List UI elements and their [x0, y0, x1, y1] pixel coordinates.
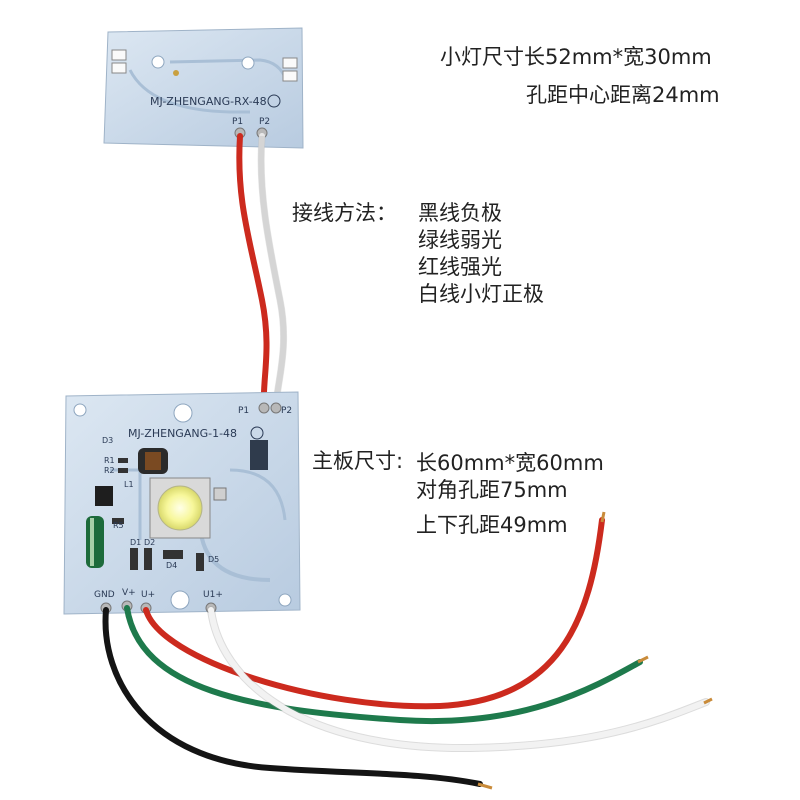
- black-wire: [102, 607, 483, 787]
- led-chip-left: [111, 49, 127, 74]
- main-led: [149, 477, 227, 539]
- smd-components: [112, 440, 268, 571]
- led-chip-right: [282, 57, 298, 82]
- small-light-size-text: 小灯尺寸长52mm*宽30mm: [440, 45, 712, 69]
- green-wire: [124, 605, 643, 725]
- terminal-v-plus: V+: [122, 588, 136, 598]
- small-board-pad-p2: P2: [259, 117, 270, 127]
- main-board-heading: 主板尺寸:: [312, 449, 404, 473]
- main-board-pad-p2: P2: [281, 406, 292, 416]
- wiring-red: 红线强光: [418, 255, 502, 279]
- ic-chip: [95, 486, 113, 506]
- connecting-wires: [236, 133, 288, 411]
- label-r1: R1: [104, 456, 115, 465]
- label-d1: D1: [130, 538, 141, 547]
- label-d5: D5: [208, 555, 219, 564]
- main-board-diagonal: 对角孔距75mm: [416, 478, 568, 502]
- white-wire-upper: [258, 133, 287, 411]
- label-d3: D3: [102, 436, 113, 445]
- wiring-heading: 接线方法：: [292, 201, 397, 225]
- label-d4: D4: [166, 561, 177, 570]
- small-board-pad-p1: P1: [232, 117, 243, 127]
- main-board-size: 长60mm*宽60mm: [416, 451, 604, 475]
- main-board: MJ-ZHENGANG-1-48 P1 P2: [63, 391, 301, 615]
- label-r2: R2: [104, 466, 115, 475]
- inductor-coil: [138, 448, 168, 474]
- terminal-gnd: GND: [94, 590, 115, 600]
- main-board-silkscreen: MJ-ZHENGANG-1-48: [128, 427, 237, 440]
- small-light-board: MJ-ZHENGANG-RX-48 P1 P2: [103, 27, 304, 149]
- terminal-u1-plus: U1+: [203, 590, 223, 600]
- terminal-u-plus: U+: [141, 590, 155, 600]
- red-wire-upper: [236, 133, 270, 411]
- main-board-vertical: 上下孔距49mm: [416, 513, 568, 537]
- main-board-pad-p1: P1: [238, 406, 249, 416]
- label-r5: R5: [113, 521, 124, 530]
- red-wire: [143, 517, 605, 710]
- label-d2: D2: [144, 538, 155, 547]
- wiring-green: 绿线弱光: [418, 228, 502, 252]
- label-l1: L1: [124, 480, 134, 489]
- capacitor: [86, 516, 104, 568]
- small-light-hole-text: 孔距中心距离24mm: [526, 83, 720, 107]
- small-board-silkscreen: MJ-ZHENGANG-RX-48: [150, 95, 267, 108]
- wiring-black: 黑线负极: [418, 201, 502, 225]
- output-wires: [102, 511, 713, 790]
- wiring-white: 白线小灯正极: [418, 282, 544, 306]
